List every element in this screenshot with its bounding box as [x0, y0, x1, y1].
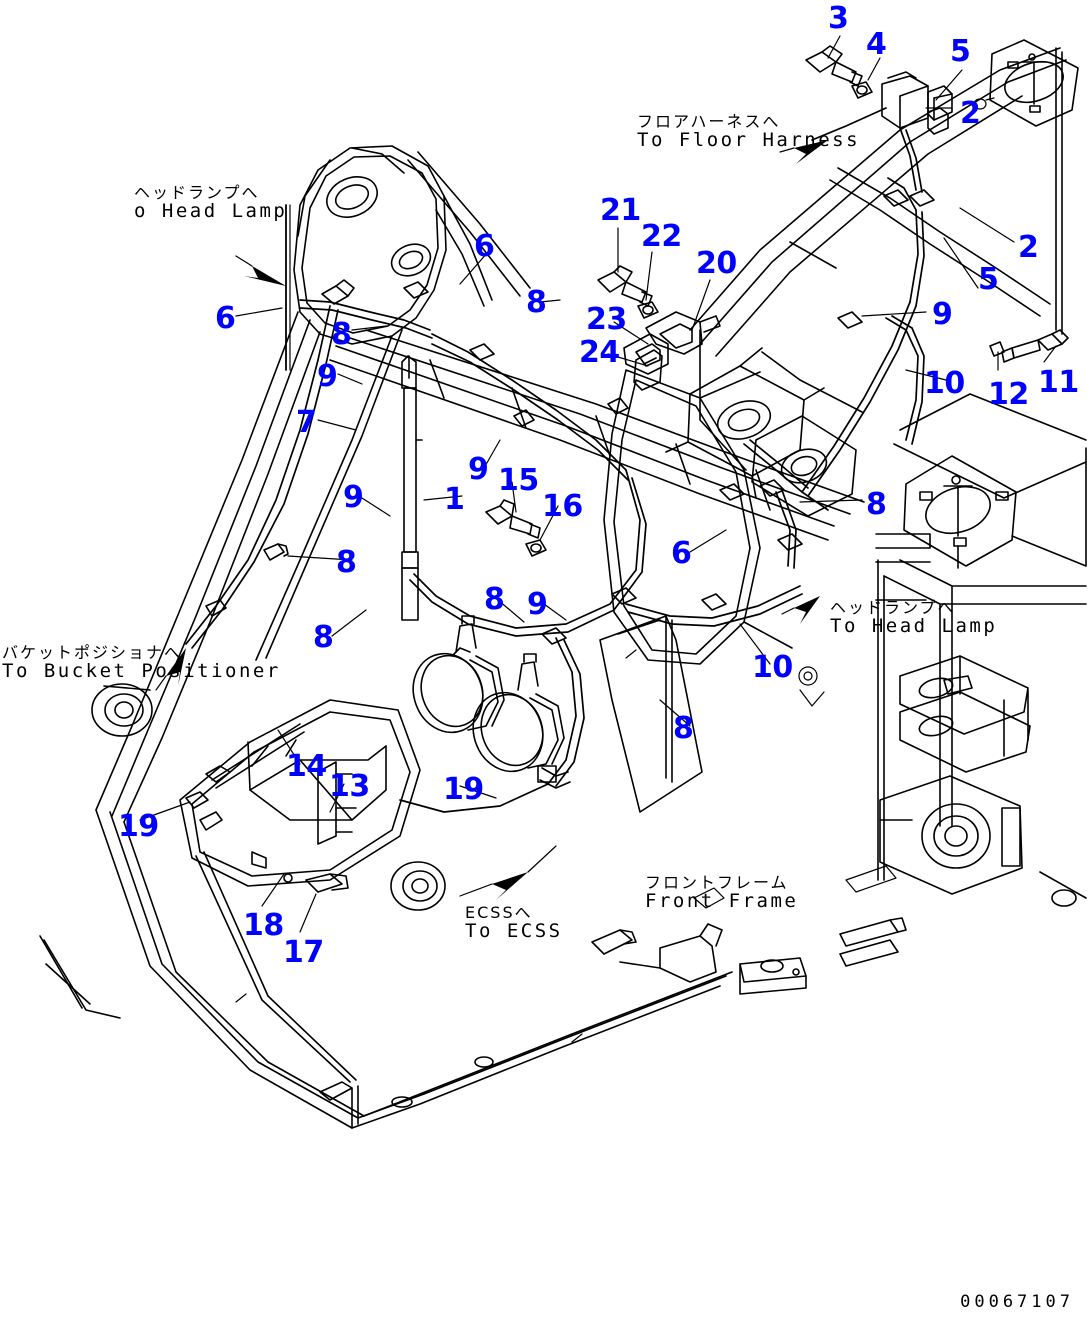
callout-number-1: 1: [444, 482, 465, 517]
bolt-part-1: [401, 355, 423, 621]
annotation-to-head-lamp-right: ヘッドランプへ To Head Lamp: [830, 598, 998, 637]
callout-number-15: 15: [498, 463, 539, 498]
callout-number-11: 11: [1038, 365, 1079, 400]
callout-number-10: 10: [924, 366, 965, 401]
horn-assembly: [412, 615, 571, 789]
clamp-part-20: [645, 311, 721, 355]
drawing-number: 00067107: [960, 1292, 1074, 1312]
callout-number-5: 5: [978, 262, 999, 297]
annotation-to-bucket-positioner: バケットポジショナへ To Bucket Positioner: [2, 643, 281, 682]
lift-arm-assembly: [95, 145, 531, 823]
callout-number-8: 8: [526, 285, 547, 320]
right-deck: [875, 393, 1087, 881]
callout-number-13: 13: [329, 769, 370, 804]
hub-boss-top-right: [989, 39, 1079, 127]
bracket-part-24: [633, 349, 663, 391]
callout-number-5: 5: [950, 34, 971, 69]
left-lower-frame-box: [179, 699, 421, 893]
lower-frame-rails: [39, 809, 733, 1129]
bolt-part-12: [989, 341, 1005, 357]
center-pivot-pin: [390, 861, 446, 911]
callout-number-9: 9: [468, 452, 489, 487]
arm-lower-pin: [91, 683, 153, 737]
lower-middle-hardware: [591, 917, 907, 995]
callout-number-9: 9: [527, 587, 548, 622]
annotation-to-head-lamp-left: ヘッドランプへ o Head Lamp: [134, 183, 288, 222]
bolt-part-15: [485, 499, 541, 539]
annotation-arrows: [166, 140, 828, 900]
callout-number-2: 2: [960, 96, 981, 131]
right-lower-pivot: [879, 775, 1087, 907]
callout-number-3: 3: [828, 1, 849, 36]
callout-number-8: 8: [673, 711, 694, 746]
callout-number-6: 6: [671, 536, 692, 571]
callout-number-4: 4: [866, 27, 887, 62]
annotation-jp: フロントフレーム: [645, 873, 789, 892]
callout-number-8: 8: [313, 620, 334, 655]
center-side-panel: [603, 369, 793, 665]
callout-number-19: 19: [443, 772, 484, 807]
callout-number-6: 6: [474, 229, 495, 264]
callout-number-8: 8: [484, 582, 505, 617]
callout-number-8: 8: [866, 487, 887, 522]
callout-number-10: 10: [752, 650, 793, 685]
annotation-en: To Bucket Positioner: [2, 659, 281, 682]
washer-part-22: [637, 301, 659, 319]
guard-panel-center: [599, 615, 703, 813]
connector-block-top: [881, 71, 953, 135]
annotation-en: o Head Lamp: [134, 199, 288, 222]
callout-number-12: 12: [988, 377, 1029, 412]
washer-part-16: [525, 539, 547, 557]
callout-number-7: 7: [296, 405, 317, 440]
bolt-part-3: [805, 45, 863, 87]
wire-harness: [185, 107, 925, 813]
annotation-jp: ヘッドランプへ: [134, 183, 260, 202]
detail-marks: [235, 97, 995, 1043]
callout-number-22: 22: [641, 219, 682, 254]
annotation-arrow-tails: [155, 147, 795, 897]
callout-number-16: 16: [542, 489, 583, 524]
washer-part-4: [851, 81, 873, 99]
annotation-to-ecss: ECSSへ To ECSS: [465, 903, 563, 942]
callout-number-24: 24: [579, 335, 620, 370]
callout-number-18: 18: [243, 908, 284, 943]
annotation-front-frame: フロントフレーム Front Frame: [645, 873, 799, 912]
callout-number-8: 8: [336, 545, 357, 580]
annotation-en: To Head Lamp: [830, 614, 998, 637]
callout-number-20: 20: [696, 246, 737, 281]
annotation-jp: バケットポジショナへ: [2, 643, 183, 662]
upper-right-frame-plate: [689, 47, 1067, 471]
callout-number-9: 9: [317, 359, 338, 394]
callout-number-19: 19: [118, 809, 159, 844]
annotation-en: To Floor Harness: [637, 128, 861, 151]
leader-lines: [139, 35, 1057, 933]
annotation-jp: ECSSへ: [465, 903, 533, 922]
left-mid-hardware: [205, 543, 289, 617]
callout-number-21: 21: [600, 193, 641, 228]
callout-number-14: 14: [286, 749, 327, 784]
bolt-part-21: [597, 265, 653, 307]
callout-number-9: 9: [343, 480, 364, 515]
callout-number-17: 17: [283, 935, 324, 970]
hub-boss-mid-right: [903, 455, 1017, 569]
right-lower-clevis-bracket: [899, 655, 1031, 773]
callout-number-23: 23: [586, 302, 627, 337]
annotation-jp: フロアハーネスへ: [637, 112, 781, 131]
callout-number-8: 8: [331, 317, 352, 352]
annotation-en: Front Frame: [645, 889, 799, 912]
callout-number-2: 2: [1018, 230, 1039, 265]
bolt-part-11: [1001, 329, 1069, 363]
callout-number-6: 6: [215, 301, 236, 336]
annotation-to-floor-harness: フロアハーネスへ To Floor Harness: [637, 112, 861, 151]
annotation-en: To ECSS: [465, 919, 563, 942]
annotation-jp: ヘッドランプへ: [830, 598, 956, 617]
callout-number-9: 9: [932, 297, 953, 332]
